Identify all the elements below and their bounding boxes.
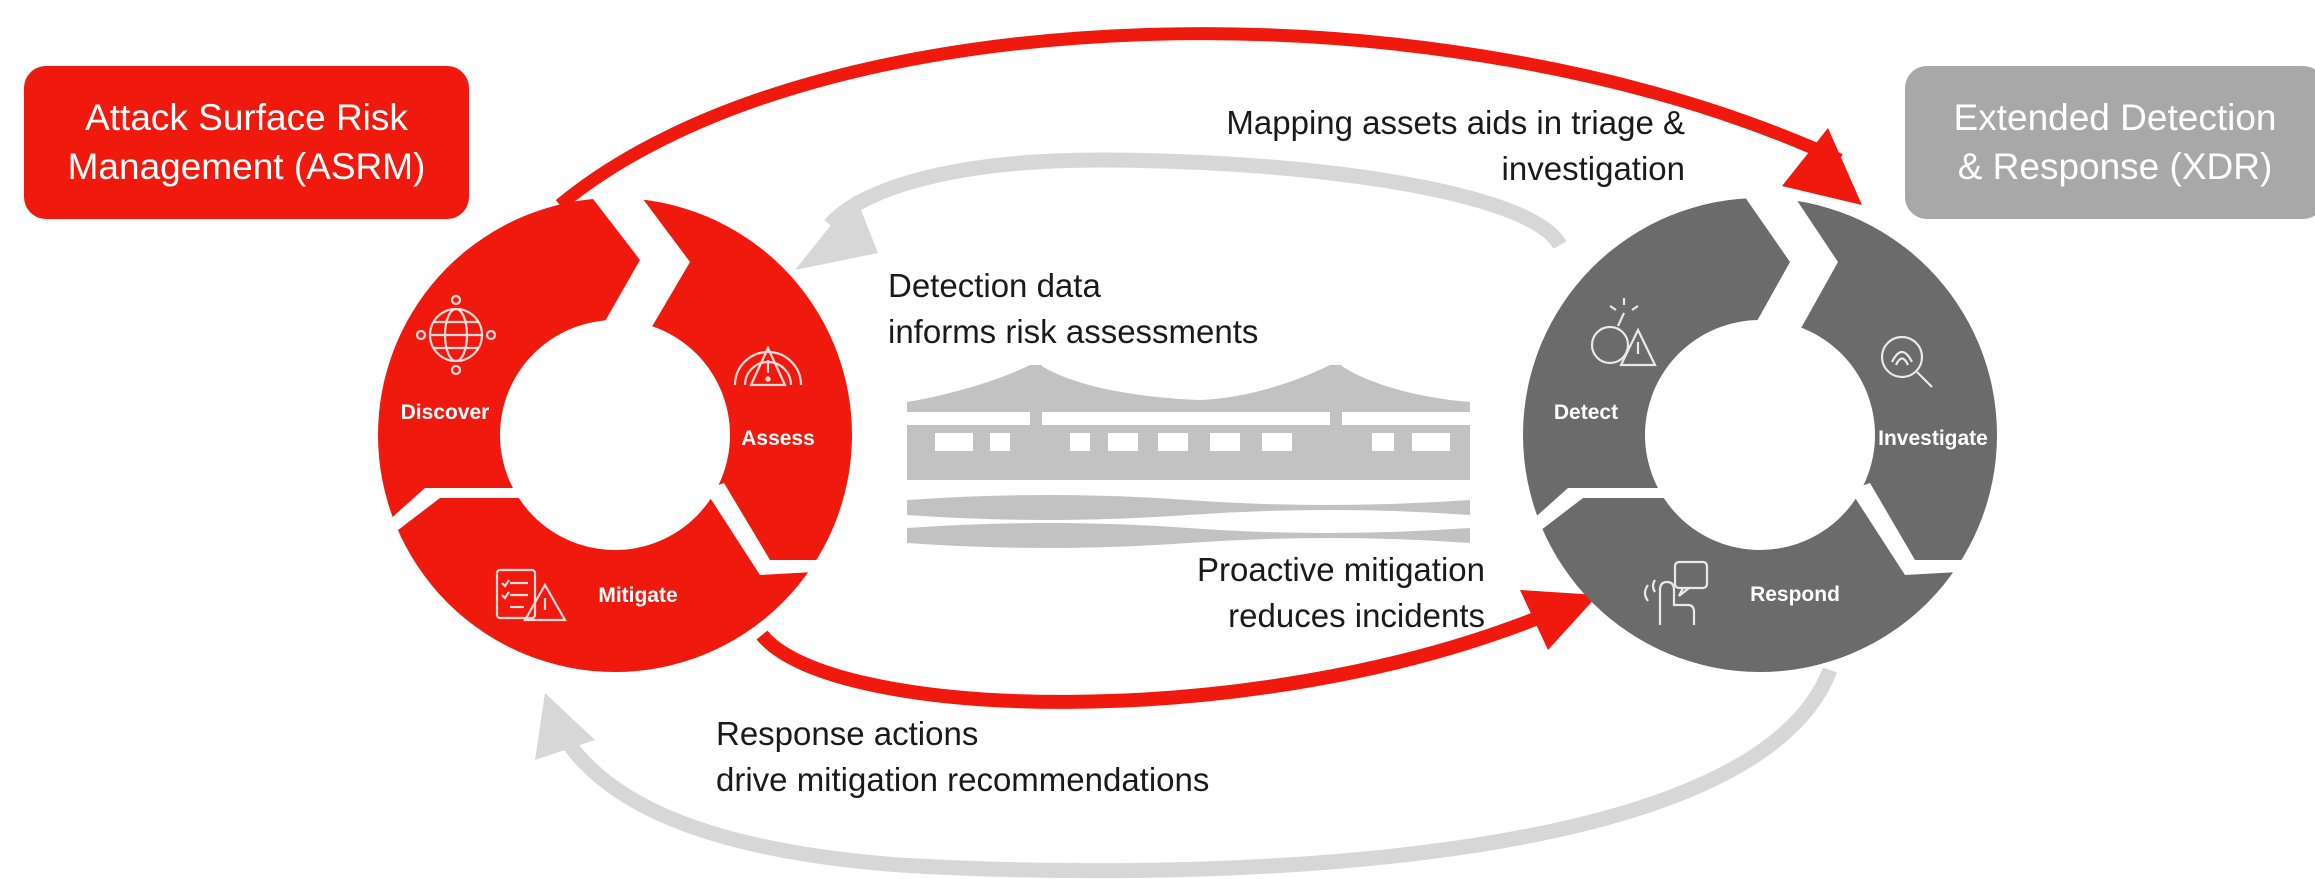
xdr-separator-top bbox=[1740, 190, 1838, 330]
mapping-caption-line2: investigation bbox=[1501, 150, 1685, 187]
asrm-separator-left bbox=[378, 488, 528, 540]
assess-label: Assess bbox=[741, 427, 815, 450]
asrm-separator-right bbox=[705, 483, 850, 575]
proactive-caption-line1: Proactive mitigation bbox=[1197, 551, 1485, 588]
bridge-over-water-icon bbox=[907, 365, 1470, 548]
xdr-to-asrm-outer-arrow bbox=[535, 667, 1838, 879]
xdr-ring-hole bbox=[1645, 320, 1875, 550]
respond-label: Respond bbox=[1750, 583, 1840, 606]
xdr-cycle: Detect Investigate Respond bbox=[1521, 190, 1997, 672]
mapping-caption: Mapping assets aids in triage & investig… bbox=[1226, 100, 1685, 192]
magnifier-fingerprint-icon bbox=[1880, 335, 1933, 388]
mapping-caption-line1: Mapping assets aids in triage & bbox=[1226, 104, 1685, 141]
detect-label: Detect bbox=[1554, 401, 1618, 424]
touch-chat-icon bbox=[1643, 560, 1709, 625]
asrm-title-line2: Management (ASRM) bbox=[67, 145, 426, 187]
response-caption: Response actions drive mitigation recomm… bbox=[716, 711, 1209, 803]
mitigate-label: Mitigate bbox=[598, 584, 677, 607]
detection-caption-line2: informs risk assessments bbox=[888, 313, 1259, 350]
proactive-caption-line2: reduces incidents bbox=[1228, 597, 1485, 634]
response-caption-line2: drive mitigation recommendations bbox=[716, 761, 1210, 798]
xdr-separator-right bbox=[1850, 483, 1995, 575]
checklist-warning-icon bbox=[495, 568, 567, 622]
asrm-ring-hole bbox=[500, 320, 730, 550]
xdr-separator-left bbox=[1521, 488, 1672, 540]
risk-gauge-warning-icon bbox=[733, 345, 803, 387]
asrm-to-xdr-arrow bbox=[555, 27, 1862, 211]
xdr-title-box: Extended Detection & Response (XDR) bbox=[1905, 66, 2315, 219]
asrm-title-box: Attack Surface Risk Management (ASRM) bbox=[24, 66, 469, 219]
asrm-to-xdr-bottom-arrow bbox=[756, 590, 1598, 709]
asrm-title-line1: Attack Surface Risk bbox=[85, 97, 408, 139]
xdr-to-asrm-inner-arrow bbox=[795, 152, 1567, 270]
detection-caption-line1: Detection data bbox=[888, 267, 1101, 304]
globe-network-icon bbox=[415, 294, 497, 376]
investigate-label: Investigate bbox=[1878, 427, 1988, 450]
asrm-cycle: Discover Assess Mitigate bbox=[378, 195, 852, 672]
bomb-warning-icon bbox=[1590, 298, 1657, 367]
detection-caption: Detection data informs risk assessments bbox=[888, 263, 1258, 355]
xdr-title-line2: & Response (XDR) bbox=[1957, 145, 2273, 187]
xdr-title-line1: Extended Detection bbox=[1953, 97, 2277, 139]
discover-label: Discover bbox=[401, 401, 490, 424]
asrm-separator-top bbox=[590, 195, 690, 330]
response-caption-line1: Response actions bbox=[716, 715, 979, 752]
proactive-caption: Proactive mitigation reduces incidents bbox=[1197, 547, 1485, 639]
